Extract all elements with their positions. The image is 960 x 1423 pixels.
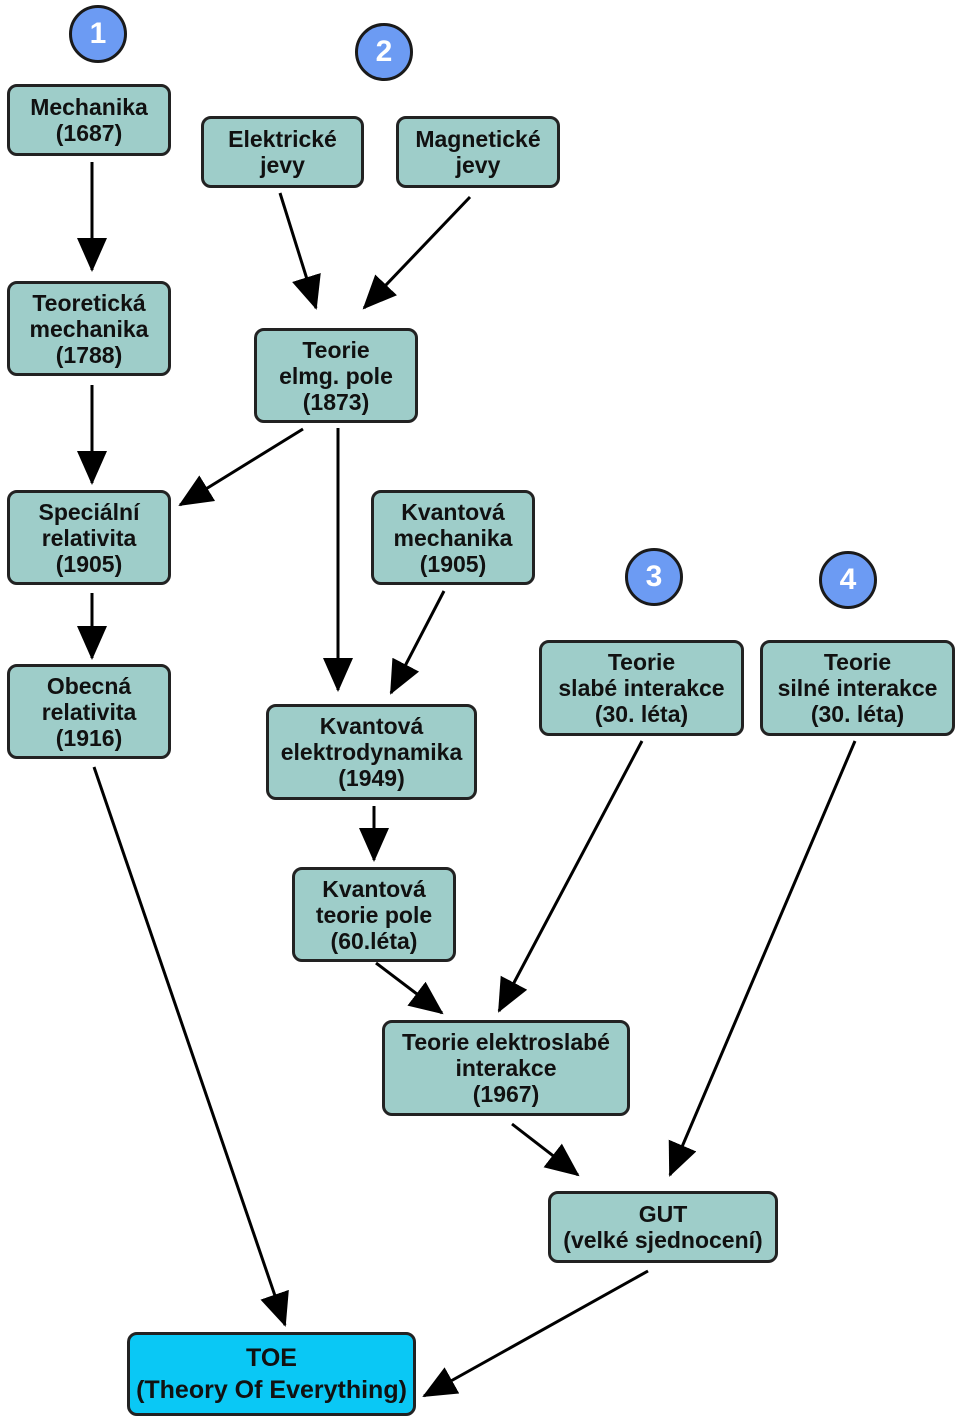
node-kvantova-elektrodynamika: Kvantová elektrodynamika (1949) [266,704,477,800]
node-kvantova-teorie-pole-line-1: Kvantová [322,875,426,902]
node-kvantova-mechanika-line-3: (1905) [419,550,487,577]
node-teorie-elektroslabe-interakce-line-1: Teorie elektroslabé [402,1029,610,1055]
node-teorie-elektroslabe-interakce-line-3: (1967) [472,1081,540,1107]
node-teoreticka-mechanika: Teoretická mechanika (1788) [7,281,171,376]
node-teorie-silne-interakce-line-3: (30. léta) [810,701,905,727]
node-specialni-relativita-line-1: Speciální [38,498,140,525]
arrow-slabe-to-elektroslabe [497,740,644,1013]
node-kvantova-teorie-pole-line-2: teorie pole [315,901,433,928]
node-elektricke-jevy: Elektrické jevy [201,116,364,188]
node-elektricke-jevy-line-1: Elektrické [228,126,337,152]
badge-1: 1 [69,5,127,63]
node-mechanika-line-2: (1687) [55,120,123,146]
arrow-elmg-to-specialni [178,427,304,507]
node-kvantova-elektrodynamika-line-3: (1949) [338,765,405,791]
node-teoreticka-mechanika-line-3: (1788) [55,341,123,368]
node-teoreticka-mechanika-line-1: Teoretická [32,289,146,316]
node-magneticke-jevy-line-2: jevy [455,152,501,178]
node-teorie-slabe-interakce-line-1: Teorie [607,649,676,675]
node-specialni-relativita-line-3: (1905) [55,550,123,577]
arrow-elektricke-to-elmg [278,192,321,310]
node-toe: TOE (Theory Of Everything) [127,1332,416,1416]
badge-3: 3 [625,548,683,606]
node-kvantova-mechanika-line-1: Kvantová [401,498,505,525]
node-kvantova-elektrodynamika-line-1: Kvantová [319,713,424,739]
node-teoreticka-mechanika-line-2: mechanika [29,315,149,342]
node-specialni-relativita: Speciální relativita (1905) [7,490,171,585]
node-kvantova-teorie-pole-line-3: (60.léta) [330,927,418,954]
node-elektricke-jevy-line-2: jevy [260,152,305,178]
node-magneticke-jevy-line-1: Magnetické [415,126,541,152]
node-mechanika-line-1: Mechanika [30,94,148,120]
node-kvantova-elektrodynamika-line-2: elektrodynamika [280,739,463,765]
node-teorie-silne-interakce-line-1: Teorie [823,649,892,675]
node-toe-line-2: (Theory Of Everything) [136,1376,407,1404]
node-teorie-slabe-interakce: Teorie slabé interakce (30. léta) [539,640,744,736]
node-kvantova-teorie-pole: Kvantová teorie pole (60.léta) [292,867,456,962]
arrow-qft-to-elektroslabe [375,961,444,1015]
node-teorie-elmg-pole-line-2: elmg. pole [279,362,393,389]
node-teorie-elektroslabe-interakce-line-2: interakce [455,1055,557,1081]
arrow-gut-to-toe [422,1269,649,1398]
badge-2: 2 [355,23,413,81]
node-gut-line-2: (velké sjednocení) [563,1227,763,1253]
node-teorie-silne-interakce-line-2: silné interakce [777,675,938,701]
node-specialni-relativita-line-2: relativita [41,524,137,551]
arrow-silne-to-gut [668,740,857,1177]
node-teorie-elmg-pole: Teorie elmg. pole (1873) [254,328,418,423]
arrow-elektroslabe-to-gut [511,1122,580,1177]
badge-4: 4 [819,551,877,609]
node-gut: GUT (velké sjednocení) [548,1191,778,1263]
arrow-magneticke-to-elmg [362,195,472,310]
node-gut-line-1: GUT [638,1201,688,1227]
node-teorie-silne-interakce: Teorie silné interakce (30. léta) [760,640,955,736]
node-teorie-slabe-interakce-line-2: slabé interakce [558,675,725,701]
arrow-obecna-to-toe [92,766,289,1327]
node-teorie-slabe-interakce-line-3: (30. léta) [594,701,689,727]
node-teorie-elmg-pole-line-3: (1873) [302,388,370,415]
arrow-kvantmech-to-qed [389,590,446,695]
node-mechanika: Mechanika (1687) [7,84,171,156]
node-obecna-relativita-line-2: relativita [41,698,137,725]
node-obecna-relativita: Obecná relativita (1916) [7,664,171,759]
node-teorie-elektroslabe-interakce: Teorie elektroslabé interakce (1967) [382,1020,630,1116]
node-magneticke-jevy: Magnetické jevy [396,116,560,188]
node-obecna-relativita-line-1: Obecná [46,672,132,699]
node-kvantova-mechanika: Kvantová mechanika (1905) [371,490,535,585]
node-obecna-relativita-line-3: (1916) [55,724,123,751]
node-teorie-elmg-pole-line-1: Teorie [302,336,370,363]
node-toe-line-1: TOE [246,1344,297,1372]
node-kvantova-mechanika-line-2: mechanika [393,524,513,551]
